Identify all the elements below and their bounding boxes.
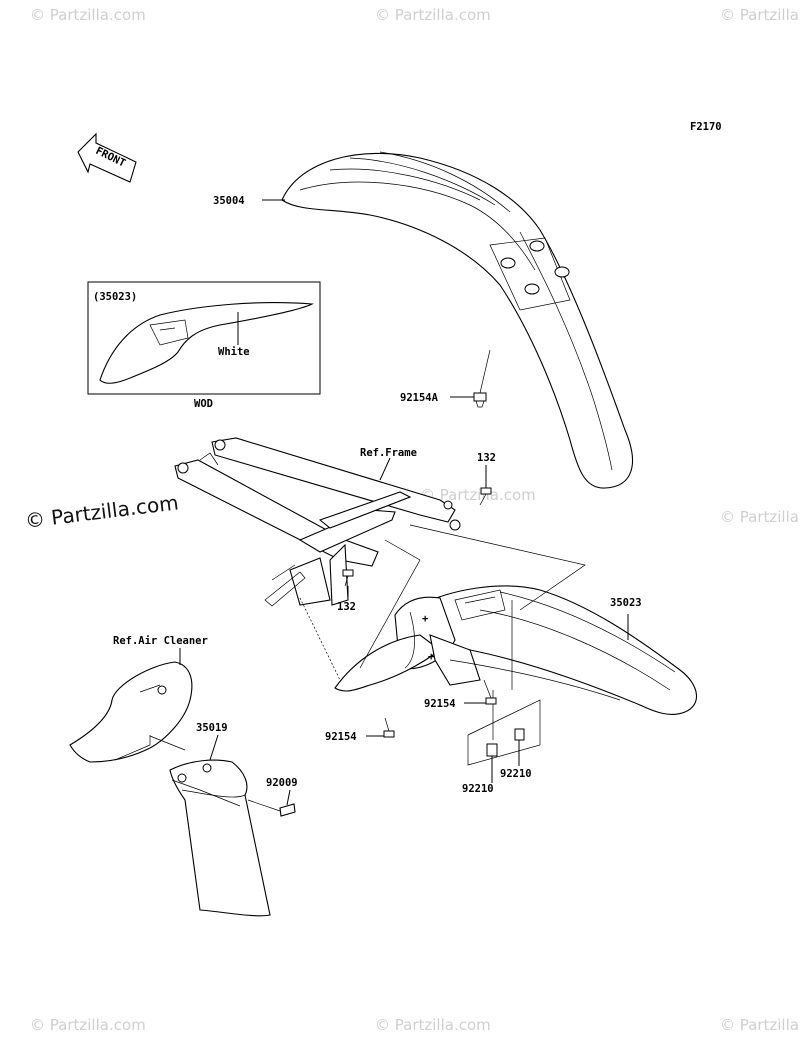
watermark-faint: © Partzilla.com <box>720 508 800 526</box>
watermark-faint: © Partzilla.com <box>720 6 800 24</box>
nut-92210-group <box>467 699 541 766</box>
watermark-faint: © Partzilla.com <box>30 1016 146 1034</box>
front-arrow-icon: FRONT <box>77 132 137 183</box>
mud-flap-35019 <box>169 759 271 917</box>
watermark-main: © Partzilla.com <box>24 490 180 533</box>
screw-92009-icon <box>247 799 296 817</box>
watermark-faint: © Partzilla.com <box>720 1016 800 1034</box>
bolt-92154-right-icon <box>483 679 497 705</box>
watermark-faint: © Partzilla.com <box>375 1016 491 1034</box>
watermark-faint: © Partzilla.com <box>420 486 536 504</box>
callout-132-right: 132 <box>477 452 496 464</box>
air-cleaner-ref <box>69 661 193 763</box>
callout-92154A: 92154A <box>400 392 439 404</box>
callout-ref-frame: Ref.Frame <box>360 447 417 459</box>
callout-92009: 92009 <box>266 777 298 789</box>
callout-92154-left: 92154 <box>325 731 357 743</box>
callout-35023: 35023 <box>610 597 642 609</box>
frame-ref <box>174 437 461 607</box>
callout-ref-air-cleaner: Ref.Air Cleaner <box>113 635 208 647</box>
bolt-132-left-icon <box>342 569 354 587</box>
inset-color-note: White <box>218 346 250 358</box>
rear-fender-35023 <box>334 585 697 715</box>
bolt-92154A-icon <box>473 392 487 408</box>
plus-mark: + <box>428 651 434 663</box>
bolt-92154-left-icon <box>383 717 395 738</box>
callout-92210-left: 92210 <box>462 783 494 795</box>
callout-132-left: 132 <box>337 601 356 613</box>
inset-box: (35023) White WOD <box>87 281 321 410</box>
watermark-faint: © Partzilla.com <box>30 6 146 24</box>
watermark-faint: © Partzilla.com <box>375 6 491 24</box>
figure-code: F2170 <box>690 121 722 133</box>
front-fender-35004 <box>281 151 633 489</box>
callout-35004: 35004 <box>213 195 245 207</box>
callout-92210-right: 92210 <box>500 768 532 780</box>
callout-92154-right: 92154 <box>424 698 456 710</box>
inset-caption: WOD <box>194 398 213 410</box>
watermark-faint-group: © Partzilla.com © Partzilla.com © Partzi… <box>30 6 800 1034</box>
callout-35019: 35019 <box>196 722 228 734</box>
inset-part-number: (35023) <box>93 291 137 303</box>
plus-mark: + <box>422 613 428 625</box>
